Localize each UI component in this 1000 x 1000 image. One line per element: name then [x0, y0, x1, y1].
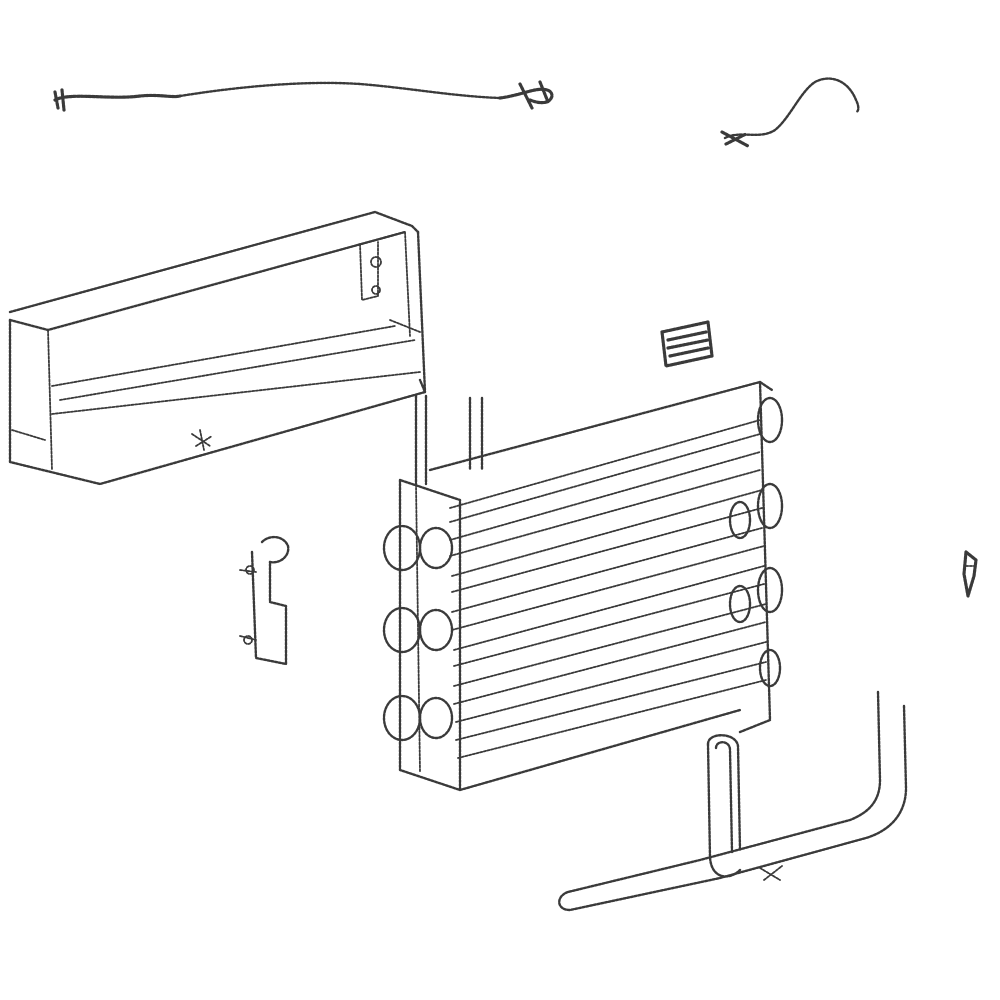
cover-tray-icon[interactable]	[8, 210, 427, 486]
wire-harness-icon[interactable]	[53, 80, 554, 112]
clip-icon[interactable]	[239, 535, 290, 666]
screw-icon[interactable]	[962, 550, 978, 598]
tubing-icon[interactable]	[558, 690, 908, 912]
evaporator-coil-icon[interactable]	[382, 380, 784, 792]
foam-pad-icon[interactable]	[660, 320, 714, 368]
sensor-wire-icon[interactable]	[720, 77, 860, 148]
